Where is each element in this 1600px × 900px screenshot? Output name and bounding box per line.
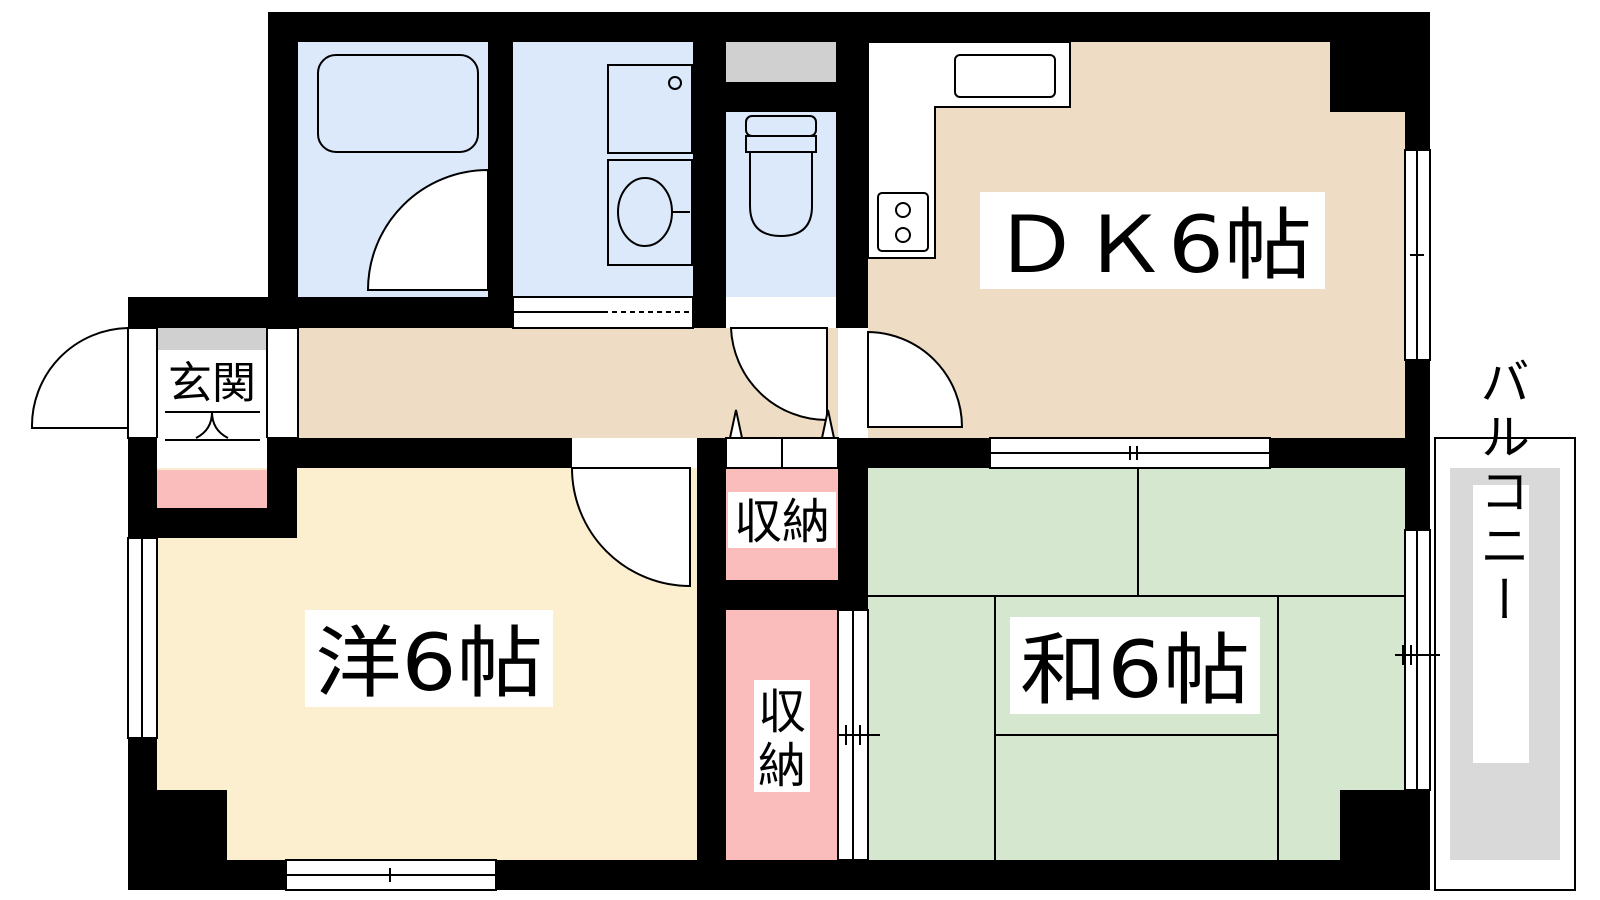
japanese-label-bg: [1010, 617, 1260, 714]
kitchen-counter: [867, 41, 1071, 259]
washroom-floor: [513, 42, 693, 297]
bath-door: [366, 168, 489, 291]
bathtub: [317, 54, 479, 153]
japanese-room-label: 和6帖: [1020, 626, 1250, 716]
dk-door: [867, 330, 964, 428]
dk-label: ＤＫ6帖: [992, 201, 1312, 291]
dk-label-bg: [980, 192, 1325, 289]
entrance-label: 玄関: [168, 358, 256, 409]
entrance-marks: [165, 411, 260, 441]
entrance-shelf: [157, 328, 267, 350]
toilet-floor: [726, 112, 836, 297]
storage-lower-label-1: 収: [758, 684, 806, 740]
washbasin-unit: [607, 64, 693, 266]
western-room-label: 洋6帖: [315, 619, 543, 709]
toilet-door: [729, 327, 828, 422]
balcony-label: バルコニー: [1472, 356, 1530, 624]
western-label-bg: [305, 610, 553, 707]
closet-door-marks: [728, 409, 836, 439]
storage-lower-label-2: 納: [758, 738, 806, 794]
shoe-storage: [157, 470, 267, 508]
tatami-lines: [868, 468, 1405, 860]
door-swings: [30, 168, 964, 588]
storage-upper-label-bg: [728, 492, 836, 548]
toilet-shelf: [726, 42, 836, 82]
storage-lower-label-bg: [754, 680, 810, 792]
western-door: [570, 467, 691, 588]
window-lines: [141, 150, 1440, 882]
toilet-fixture: [745, 115, 817, 238]
storage-upper-label: 収納: [734, 494, 830, 550]
balcony-label-bg: [1473, 485, 1529, 763]
entrance-door: [30, 326, 129, 429]
